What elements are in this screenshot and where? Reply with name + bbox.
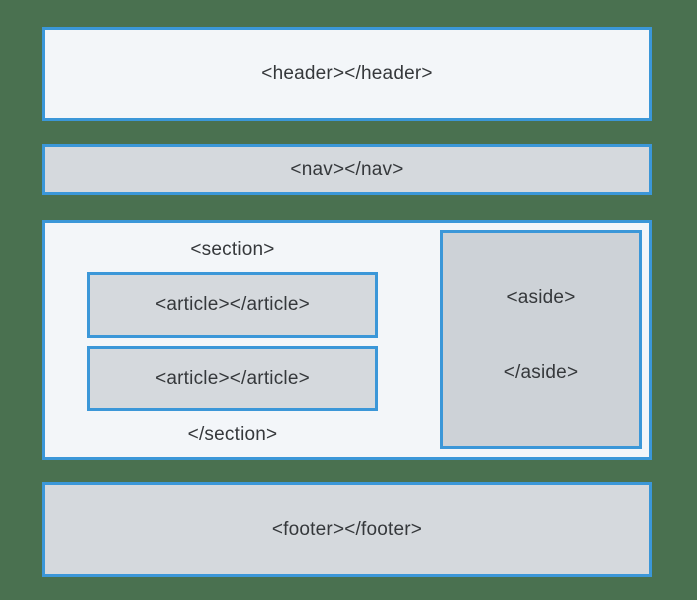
aside-open-tag-label: <aside>: [506, 287, 576, 308]
header-element-box: <header></header>: [42, 27, 652, 121]
section-close-tag-label: </section>: [187, 424, 278, 445]
article-tag-label: <article></article>: [155, 294, 310, 315]
section-open-tag-label: <section>: [190, 239, 275, 260]
article-tag-label: <article></article>: [155, 367, 310, 389]
section-element-box: <section> <article></article> <article><…: [42, 220, 652, 460]
footer-tag-label: <footer></footer>: [271, 518, 423, 540]
nav-tag-label: <nav></nav>: [290, 158, 404, 180]
header-tag-label: <header></header>: [261, 63, 433, 84]
article-element-box-2: <article></article>: [87, 346, 378, 411]
article-element-box-1: <article></article>: [87, 272, 378, 338]
aside-element-box: <aside> </aside>: [440, 230, 642, 449]
aside-close-tag-label: </aside>: [503, 362, 579, 383]
nav-element-box: <nav></nav>: [42, 144, 652, 195]
footer-element-box: <footer></footer>: [42, 482, 652, 577]
